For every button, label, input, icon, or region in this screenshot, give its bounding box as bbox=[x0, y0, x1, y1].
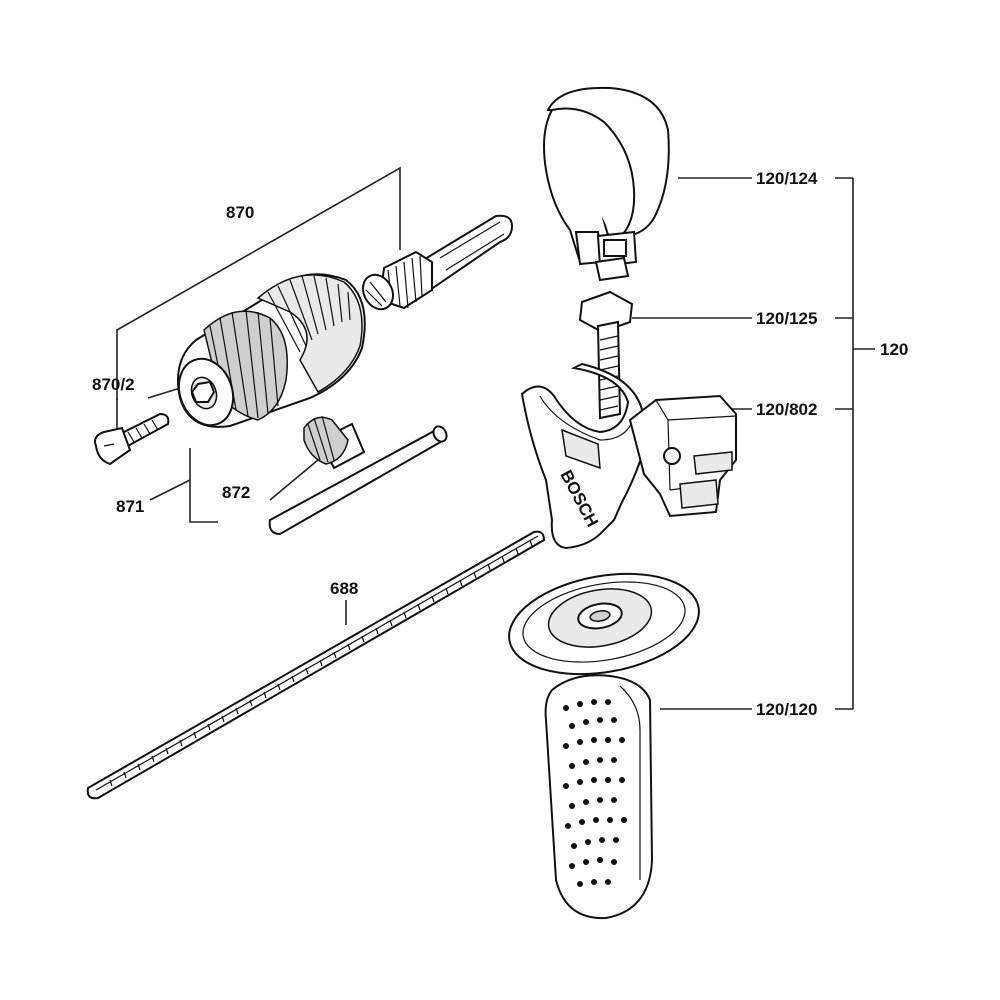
leader-lines bbox=[116, 166, 875, 710]
handle-holder: BOSCH bbox=[520, 362, 737, 550]
depth-gauge-rod bbox=[86, 530, 546, 800]
label-872: 872 bbox=[222, 483, 250, 502]
auxiliary-handle bbox=[508, 572, 700, 920]
part-labels: 870 870/2 871 872 688 120/124 120/125 12… bbox=[92, 169, 908, 719]
chuck-screw bbox=[94, 412, 170, 466]
label-120: 120 bbox=[880, 340, 908, 359]
clamp-band bbox=[543, 86, 670, 282]
label-120-125: 120/125 bbox=[756, 309, 817, 328]
drill-chuck bbox=[177, 273, 366, 428]
label-688: 688 bbox=[330, 579, 358, 598]
grip-texture bbox=[563, 699, 627, 887]
label-120-124: 120/124 bbox=[756, 169, 818, 188]
label-120-802: 120/802 bbox=[756, 400, 817, 419]
chuck-key bbox=[268, 415, 448, 536]
t-bolt bbox=[578, 290, 634, 420]
label-870-2: 870/2 bbox=[92, 375, 135, 394]
label-120-120: 120/120 bbox=[756, 700, 817, 719]
label-870: 870 bbox=[226, 203, 254, 222]
label-871: 871 bbox=[116, 497, 144, 516]
sds-adapter-shaft bbox=[362, 214, 514, 311]
